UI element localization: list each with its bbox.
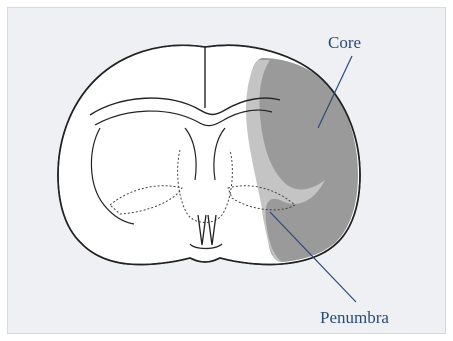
penumbra-label: Penumbra — [320, 308, 389, 328]
core-label: Core — [328, 33, 361, 53]
